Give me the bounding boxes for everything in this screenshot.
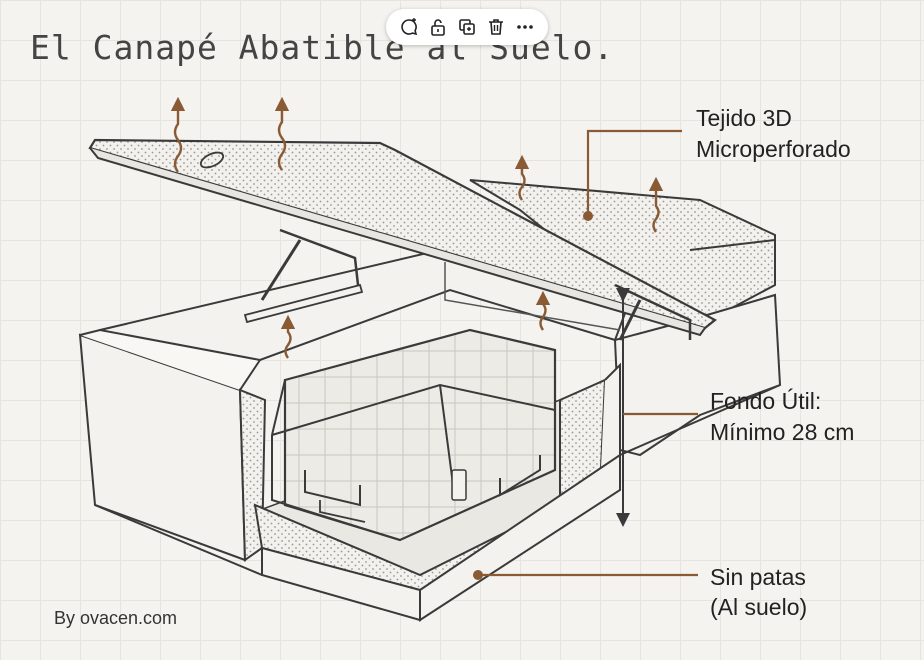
label-fabric-line1: Tejido 3D	[696, 105, 792, 131]
label-depth-line1: Fondo Útil:	[710, 388, 822, 414]
label-fabric-line2: Microperforado	[696, 136, 851, 162]
suitcase	[271, 328, 557, 542]
duplicate-icon[interactable]	[454, 14, 480, 40]
label-depth-line2: Mínimo 28 cm	[710, 419, 855, 445]
credit-text: By ovacen.com	[54, 608, 178, 628]
callout-depth	[616, 288, 698, 527]
lifted-lid	[88, 138, 717, 337]
lift-mechanism-left	[243, 228, 364, 324]
floating-toolbar	[386, 9, 548, 45]
ventilation-arrows	[170, 96, 664, 359]
label-legs-line1: Sin patas	[710, 564, 806, 590]
more-icon[interactable]	[512, 14, 538, 40]
callout-fabric	[583, 129, 682, 221]
base-front-wall	[94, 384, 781, 622]
label-legs-line2: (Al suelo)	[710, 594, 808, 620]
lock-icon[interactable]	[425, 14, 451, 40]
trash-icon[interactable]	[483, 14, 509, 40]
base-left-side	[78, 328, 267, 562]
callout-legs	[473, 570, 698, 580]
add-comment-icon[interactable]	[396, 14, 422, 40]
